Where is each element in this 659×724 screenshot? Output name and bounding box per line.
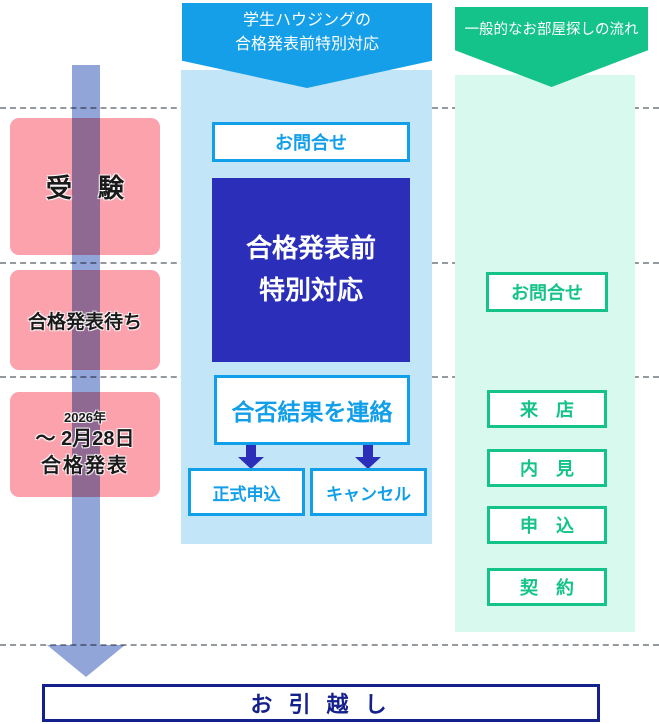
general-step-apply-box: 申 込 bbox=[487, 506, 607, 544]
cancel-box: キャンセル bbox=[310, 468, 427, 516]
general-flow-panel bbox=[455, 75, 635, 632]
general-inquiry-label: お問合せ bbox=[511, 283, 583, 303]
down-arrow-icon bbox=[238, 445, 264, 469]
moving-box: お 引 越 し bbox=[42, 684, 600, 722]
general-flow-banner-label: 一般的なお部屋探しの流れ bbox=[464, 21, 639, 38]
general-inquiry-box: お問合せ bbox=[486, 272, 608, 312]
special-inquiry-label: お問合せ bbox=[275, 133, 347, 153]
timeline-down-arrow-icon bbox=[47, 65, 125, 677]
announcement-year: 2026年 bbox=[64, 409, 106, 425]
timeline-step-exam-label: 受 験 bbox=[45, 173, 124, 203]
phase-divider-4 bbox=[0, 644, 659, 646]
special-highlight-line2: 特別対応 bbox=[258, 275, 363, 305]
general-step-visit-label: 来 店 bbox=[520, 400, 574, 420]
moving-label: お 引 越 し bbox=[250, 692, 392, 717]
special-inquiry-box: お問合せ bbox=[212, 122, 410, 162]
result-notify-box: 合否結果を連絡 bbox=[214, 375, 410, 445]
timeline-step-announcement: 2026年 ～ 2月28日 合格発表 bbox=[10, 392, 160, 497]
special-flow-banner-line1: 学生ハウジングの bbox=[242, 11, 371, 29]
general-step-viewing-label: 内 見 bbox=[520, 459, 574, 479]
cancel-label: キャンセル bbox=[326, 484, 411, 504]
general-step-visit-box: 来 店 bbox=[487, 390, 607, 428]
special-highlight-line1: 合格発表前 bbox=[245, 233, 376, 264]
general-step-contract-label: 契 約 bbox=[520, 578, 574, 598]
special-highlight-box: 合格発表前 特別対応 bbox=[212, 178, 410, 362]
general-step-apply-label: 申 込 bbox=[520, 516, 574, 536]
general-step-viewing-box: 内 見 bbox=[487, 449, 607, 487]
formal-apply-box: 正式申込 bbox=[188, 468, 305, 516]
result-notify-label: 合否結果を連絡 bbox=[231, 399, 393, 425]
announcement-date: ～ 2月28日 bbox=[35, 428, 135, 451]
formal-apply-label: 正式申込 bbox=[212, 484, 281, 504]
announcement-label: 合格発表 bbox=[41, 455, 129, 478]
down-arrow-icon bbox=[355, 445, 381, 469]
special-flow-banner-line2: 合格発表前特別対応 bbox=[234, 35, 379, 53]
general-step-contract-box: 契 約 bbox=[487, 568, 607, 606]
timeline-step-waiting-label: 合格発表待ち bbox=[27, 311, 142, 333]
